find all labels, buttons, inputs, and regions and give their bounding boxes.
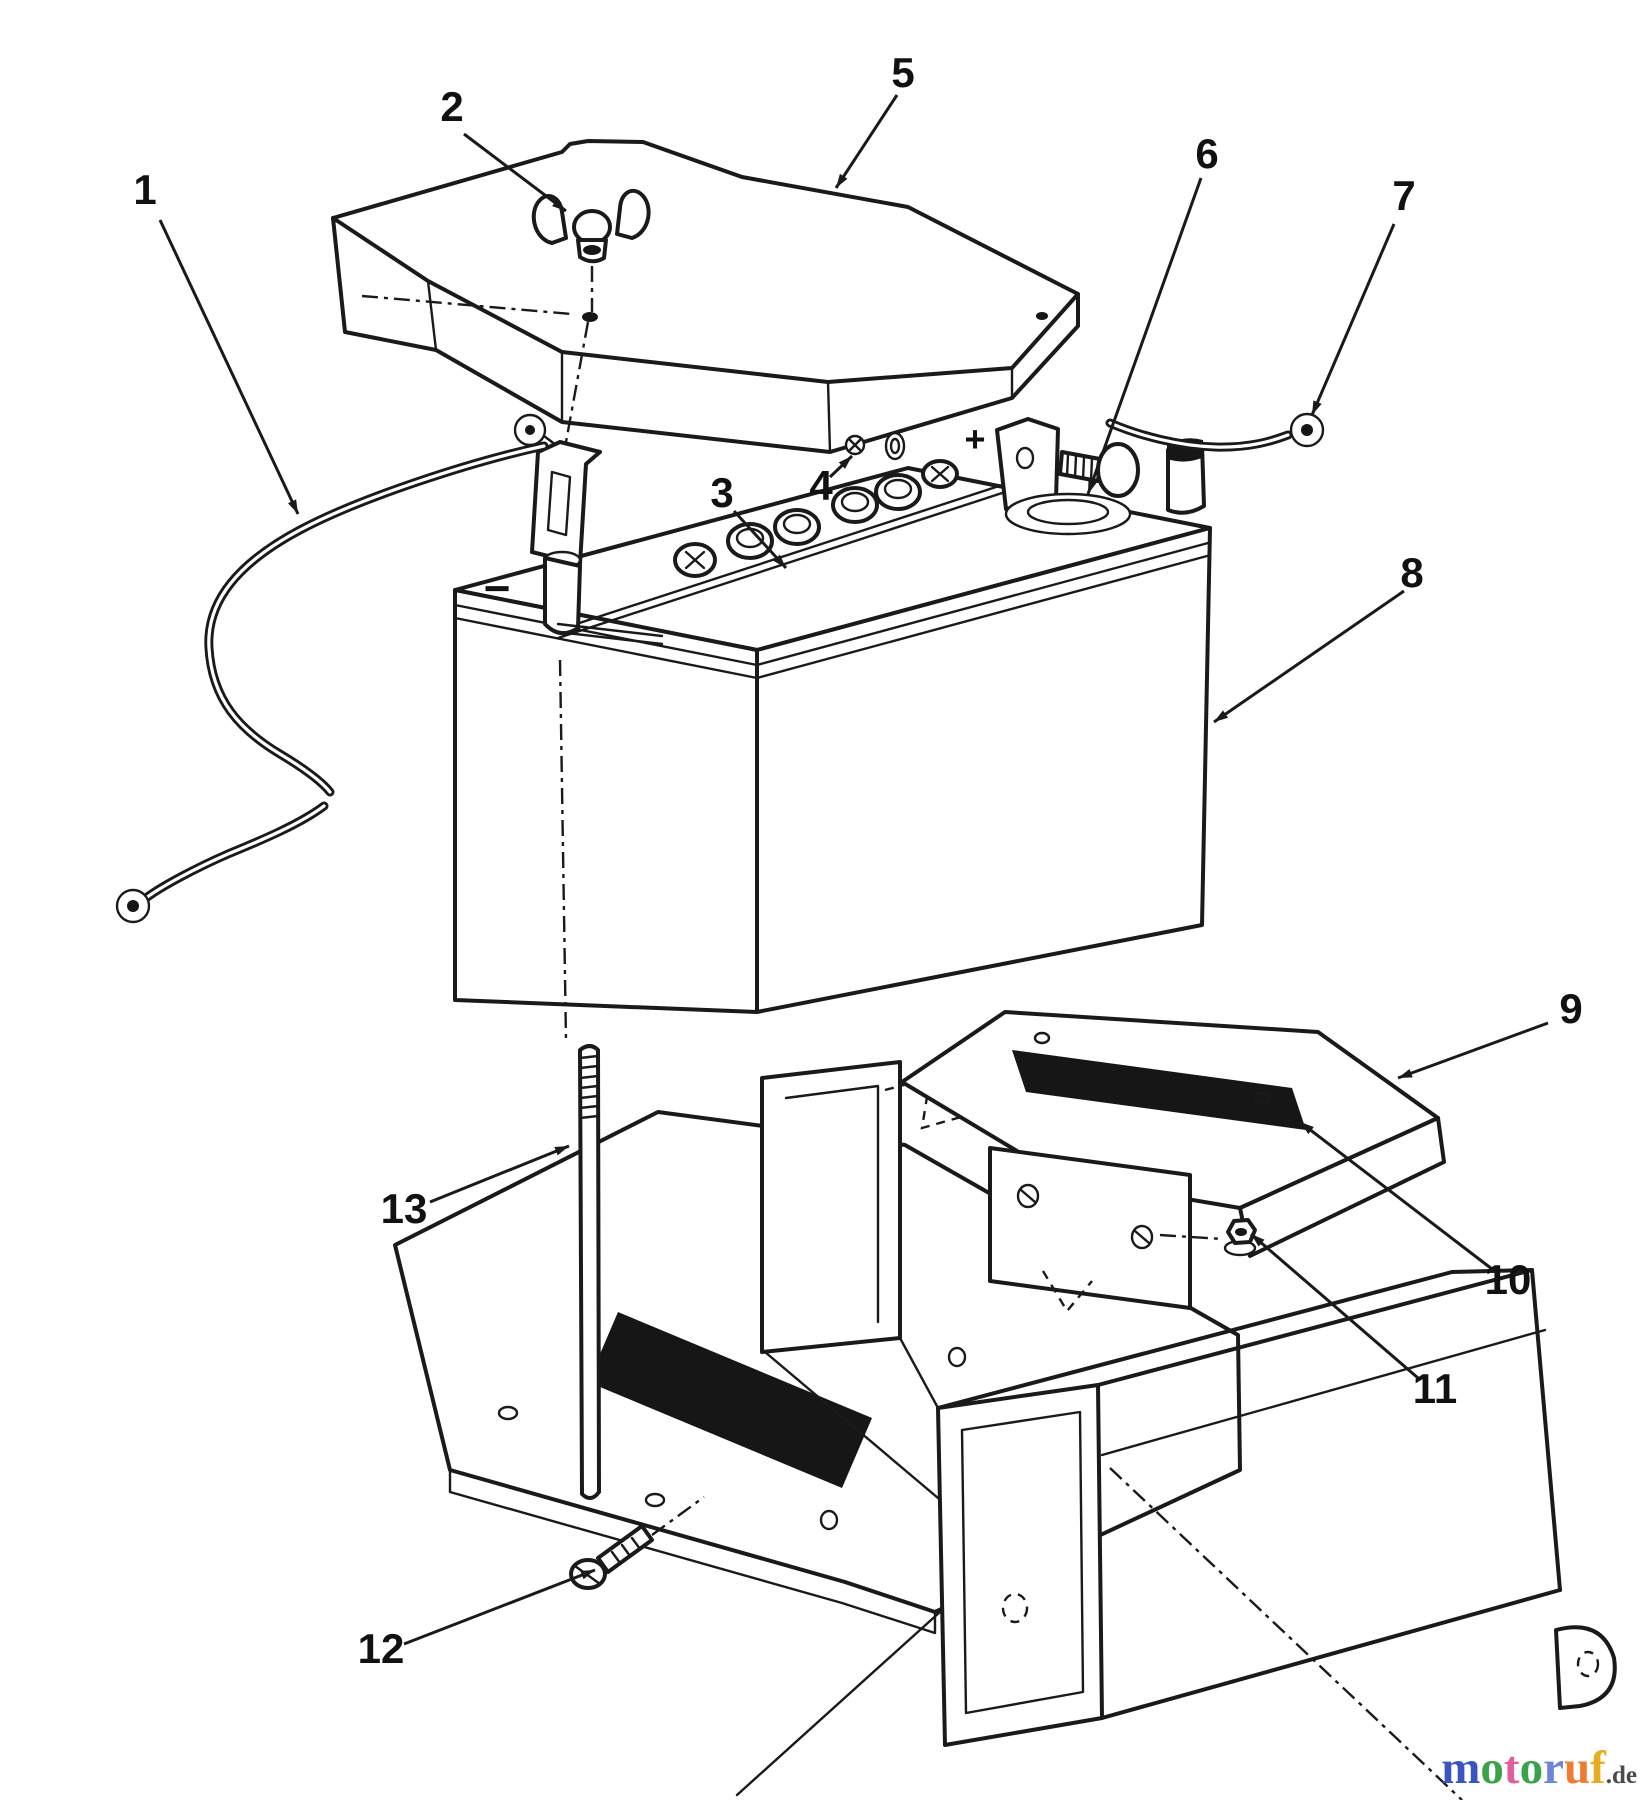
leader-arrowhead xyxy=(580,1570,595,1580)
callout-6: 6 xyxy=(1086,130,1219,495)
frame-tab xyxy=(1554,1625,1617,1710)
j-bolt xyxy=(578,1044,601,1500)
callout-label-10: 10 xyxy=(1485,1256,1532,1303)
hold-down-rod xyxy=(556,470,1044,640)
callout-8: 8 xyxy=(1213,549,1424,724)
leader-arrowhead xyxy=(1214,710,1229,722)
callout-label-1: 1 xyxy=(133,166,156,213)
flange-nut xyxy=(1159,1218,1257,1257)
watermark-suffix: .de xyxy=(1605,1762,1637,1789)
watermark-word: motoruf xyxy=(1441,1742,1605,1794)
callout-13: 13 xyxy=(381,1144,570,1232)
tray-rubber-pad xyxy=(588,1312,872,1488)
tray-hole xyxy=(1033,1031,1051,1045)
leader-arrowhead xyxy=(773,554,786,568)
callout-label-13: 13 xyxy=(381,1185,428,1232)
battery-side-face xyxy=(755,526,1212,1014)
callout-label-11: 11 xyxy=(1413,1365,1457,1412)
leader-line xyxy=(1299,1120,1493,1271)
negative-terminal-clamp xyxy=(513,413,664,646)
positive-symbol: + xyxy=(964,419,985,460)
leader-arrowhead xyxy=(287,499,298,514)
tray-rubber-pad xyxy=(1012,1050,1306,1130)
leader-line xyxy=(834,94,899,189)
tray-hole xyxy=(644,1492,666,1508)
battery: + − xyxy=(453,321,1212,1041)
leader-line xyxy=(1213,589,1405,724)
tray-hole xyxy=(497,1405,519,1421)
callout-5: 5 xyxy=(834,49,915,189)
callout-label-5: 5 xyxy=(891,49,914,96)
callout-2: 2 xyxy=(440,83,567,213)
leader-line xyxy=(1310,223,1396,416)
terminal-screw-and-washer xyxy=(844,431,906,461)
leader-line xyxy=(1250,1232,1419,1380)
callout-11: 11 xyxy=(1250,1232,1457,1412)
callout-3: 3 xyxy=(710,469,788,570)
leader-line xyxy=(463,132,567,213)
callout-12: 12 xyxy=(358,1568,596,1672)
leader-arrowhead xyxy=(1300,1122,1314,1135)
leader-line xyxy=(1086,177,1203,495)
callout-7: 7 xyxy=(1310,172,1416,416)
callout-label-8: 8 xyxy=(1400,549,1423,596)
cover-bolt-hole xyxy=(582,312,598,322)
leader-arrowhead xyxy=(838,456,852,469)
callout-label-4: 4 xyxy=(809,462,833,509)
callout-label-6: 6 xyxy=(1195,130,1218,177)
leader-arrowhead xyxy=(1251,1234,1265,1247)
watermark-letter: o xyxy=(1519,1742,1544,1794)
leader-arrowhead xyxy=(1088,479,1097,494)
chassis-frame xyxy=(735,1060,1617,1800)
callout-label-7: 7 xyxy=(1392,172,1415,219)
callout-label-3: 3 xyxy=(710,469,733,516)
leader-line xyxy=(429,1144,570,1204)
tray-hole xyxy=(1253,1091,1271,1105)
watermark-letter: o xyxy=(1480,1742,1504,1794)
watermark-letter: m xyxy=(1441,1742,1481,1794)
hex-bolt xyxy=(569,1496,705,1590)
leader-arrowhead xyxy=(554,1146,569,1156)
leader-arrowhead xyxy=(552,198,566,211)
battery-post xyxy=(543,556,582,636)
frame-channel xyxy=(760,1060,902,1354)
leader-line xyxy=(158,219,300,515)
callout-label-2: 2 xyxy=(440,83,463,130)
leader-line xyxy=(1397,1021,1549,1080)
watermark-letter: t xyxy=(1503,1742,1520,1794)
callout-label-12: 12 xyxy=(358,1625,405,1672)
watermark-letter: u xyxy=(1563,1742,1591,1794)
leader-arrowhead xyxy=(836,173,848,188)
site-watermark: motoruf.de xyxy=(1441,1745,1637,1792)
negative-symbol: − xyxy=(484,562,511,614)
callout-label-9: 9 xyxy=(1559,985,1582,1032)
leader-arrowhead xyxy=(1312,400,1322,415)
cover-screw-hole xyxy=(1036,312,1048,320)
watermark-letter: r xyxy=(1543,1742,1564,1794)
tray-mount-bracket xyxy=(988,1146,1192,1310)
wing-nut xyxy=(531,188,651,312)
callout-9: 9 xyxy=(1397,985,1583,1080)
positive-battery-cable xyxy=(1105,412,1325,452)
leader-arrowhead xyxy=(1398,1068,1413,1078)
battery-front-face xyxy=(453,588,759,1014)
negative-battery-cable xyxy=(115,441,549,924)
positive-terminal-bracket xyxy=(995,417,1206,536)
callout-1: 1 xyxy=(133,166,300,515)
battery-cover xyxy=(331,139,1080,454)
leader-line xyxy=(403,1568,596,1646)
callout-4: 4 xyxy=(809,454,854,509)
upper-battery-tray xyxy=(900,1010,1446,1314)
watermark-letter: f xyxy=(1590,1742,1606,1794)
callout-10: 10 xyxy=(1299,1120,1532,1303)
